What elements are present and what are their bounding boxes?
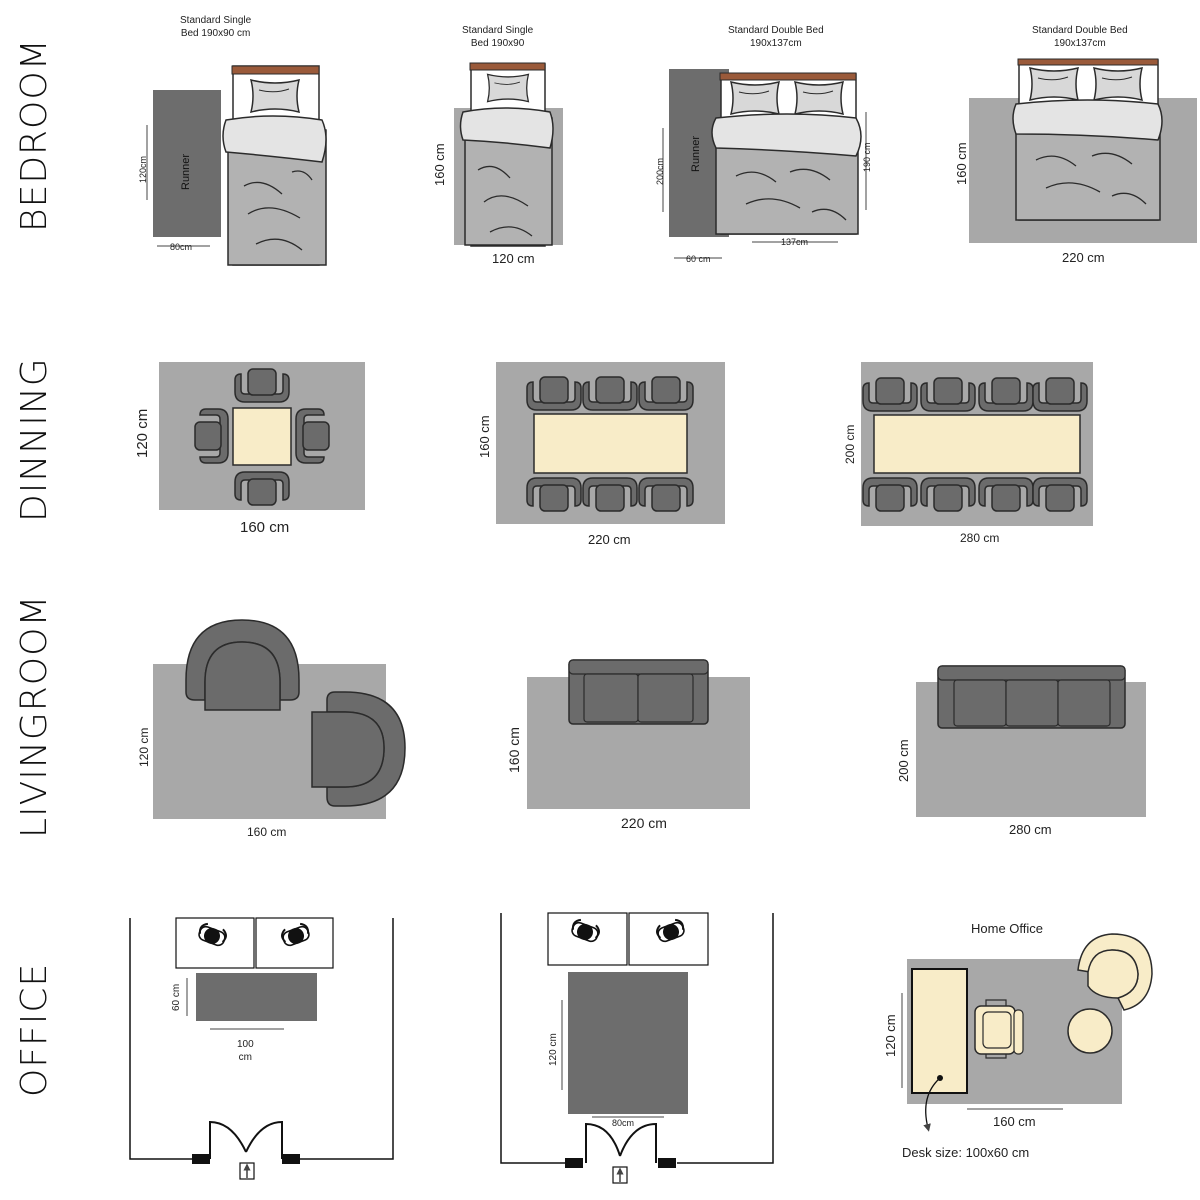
bedroom-double-runner [662, 69, 867, 259]
dimension-width: 60 cm [686, 254, 711, 264]
sofa-three-seat [937, 665, 1126, 729]
dimension-height: 120 cm [548, 1033, 559, 1066]
dimension-width: 280 cm [1009, 822, 1052, 837]
dimension-width: 160 cm [993, 1114, 1036, 1129]
desk [911, 968, 968, 1094]
dimension-height: 160 cm [506, 727, 522, 773]
home-office [901, 933, 1153, 1132]
dinning-small [159, 362, 365, 510]
dimension-width: 220 cm [621, 815, 667, 831]
sofa-two-seat [568, 659, 709, 725]
dimension-width: 120 cm [492, 251, 535, 266]
livingroom-large [916, 665, 1146, 817]
bed-title: Standard Single Bed 190x90 [462, 25, 534, 49]
armchair [311, 691, 406, 807]
dimension-width: 160 cm [247, 825, 287, 839]
dimension-width: 80cm [612, 1118, 635, 1128]
office-desks-large-rug [500, 912, 774, 1184]
dimension-width: 280 cm [960, 531, 1000, 545]
rug [568, 972, 688, 1114]
dimension-height: 60 cm [171, 983, 182, 1011]
dimension-height: 120 cm [134, 408, 151, 458]
dimension-width: 137cm [781, 237, 809, 247]
dimension-height: 160 cm [432, 143, 447, 186]
dimension-width: 220 cm [588, 532, 631, 547]
bedroom-single-runner [146, 65, 327, 266]
table [533, 413, 688, 474]
rug [196, 973, 317, 1021]
lounge-armchair [1077, 933, 1153, 1011]
dimension-height: 120 cm [137, 727, 151, 767]
dimension-height: 200cm [655, 157, 665, 185]
armchair [185, 619, 300, 711]
home-office-title: Home Office [971, 921, 1044, 936]
dinning-large [861, 362, 1093, 526]
headboard [719, 72, 857, 81]
table [232, 407, 292, 466]
dimension-width: 220 cm [1062, 250, 1105, 265]
dimension-height: 200 cm [896, 739, 911, 782]
dimension-height: 120 cm [883, 1014, 898, 1057]
livingroom-small [153, 619, 406, 819]
dimension-width: 100 cm [237, 1039, 254, 1063]
dimension-width: 160 cm [240, 519, 290, 536]
dimension-height: 200 cm [843, 424, 857, 464]
runner-label: Runner [180, 153, 192, 190]
headboard [231, 65, 320, 75]
dimension-height: 160 cm [954, 142, 969, 185]
bed-title: Standard Single Bed 190x90 cm [180, 15, 252, 39]
dimension-height: 190 cm [862, 142, 872, 172]
dimension-height: 120cm [138, 155, 148, 183]
desk-chair [974, 999, 1024, 1059]
bed-title: Standard Double Bed 190x137cm [1032, 25, 1128, 49]
table [873, 414, 1081, 474]
runner-label: Runner [690, 135, 702, 172]
dinning-medium [496, 362, 725, 524]
runner-rug [153, 90, 221, 237]
desk-size-note: Desk size: 100x60 cm [902, 1145, 1030, 1160]
side-table [1067, 1008, 1113, 1054]
bedroom-single-rug [454, 62, 563, 247]
headboard [469, 62, 546, 71]
bedroom-double-rug [969, 58, 1197, 243]
dimension-width: 80cm [170, 242, 193, 252]
office-desks-small-rug [129, 917, 394, 1180]
bed-title: Standard Double Bed 190x137cm [728, 25, 824, 49]
dimension-height: 160 cm [477, 415, 492, 458]
livingroom-medium [527, 659, 750, 809]
headboard [1017, 58, 1159, 66]
